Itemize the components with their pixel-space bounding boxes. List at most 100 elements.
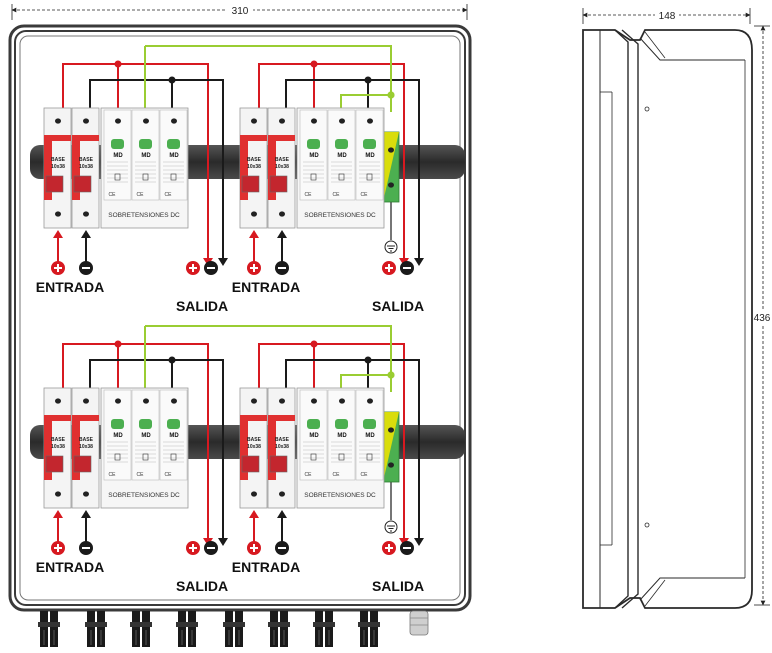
screw bbox=[311, 118, 317, 124]
screw bbox=[339, 118, 345, 124]
surge-module-3 bbox=[159, 389, 188, 481]
depth-dimension: 148 bbox=[582, 8, 751, 24]
screw bbox=[251, 398, 257, 404]
earth-bus bbox=[145, 45, 392, 95]
surge-module-1 bbox=[103, 389, 132, 481]
arrow-head bbox=[81, 230, 91, 238]
ce-mark: CE bbox=[165, 192, 173, 198]
arrow-head bbox=[53, 230, 63, 238]
negative-terminal-icon bbox=[275, 261, 289, 275]
negative-terminal-icon bbox=[400, 261, 414, 275]
surge-label: SOBRETENSIONES DC bbox=[304, 212, 376, 219]
ce-mark: CE bbox=[109, 192, 117, 198]
module-label: MD bbox=[141, 433, 151, 439]
screw bbox=[388, 182, 394, 188]
screw bbox=[83, 118, 89, 124]
screw bbox=[115, 398, 121, 404]
negative-wire bbox=[285, 79, 420, 262]
ce-mark: CE bbox=[333, 192, 341, 198]
screw bbox=[251, 118, 257, 124]
indicator-window bbox=[142, 453, 149, 461]
earth-junction bbox=[387, 371, 395, 379]
output-negative-arrow bbox=[414, 538, 424, 546]
ce-mark: CE bbox=[137, 192, 145, 198]
input-label: ENTRADA bbox=[232, 279, 300, 295]
screw bbox=[388, 147, 394, 153]
module-label: MD bbox=[169, 433, 179, 439]
screw bbox=[115, 118, 121, 124]
indicator-window bbox=[338, 173, 345, 181]
ce-mark: CE bbox=[137, 472, 145, 478]
module-label: MD bbox=[365, 153, 375, 159]
status-indicator bbox=[335, 139, 348, 149]
negative-terminal-icon bbox=[204, 261, 218, 275]
height-dimension: 436 bbox=[752, 25, 772, 606]
status-indicator bbox=[363, 139, 376, 149]
screw bbox=[279, 211, 285, 217]
fuse-label: BASE bbox=[79, 437, 94, 443]
ce-mark: CE bbox=[333, 472, 341, 478]
output-negative-arrow bbox=[414, 258, 424, 266]
fuse-label: BASE bbox=[247, 437, 262, 443]
fuse-rating: 10x38 bbox=[247, 444, 261, 450]
ce-mark: CE bbox=[361, 192, 369, 198]
combiner-circuits: BASE10x38BASE10x38MDCEMDCEMDCESOBRETENSI… bbox=[30, 45, 465, 594]
arrow-head bbox=[277, 510, 287, 518]
positive-terminal-icon bbox=[51, 261, 65, 275]
surge-module-3 bbox=[355, 389, 384, 481]
mc4-connector-7 bbox=[313, 611, 335, 647]
module-label: MD bbox=[365, 433, 375, 439]
status-indicator bbox=[167, 419, 180, 429]
surge-module-1 bbox=[299, 109, 328, 201]
fuse-rating: 10x38 bbox=[79, 164, 93, 170]
earth-terminal-stripe bbox=[383, 132, 399, 202]
screw bbox=[55, 491, 61, 497]
status-indicator bbox=[167, 139, 180, 149]
indicator-window bbox=[366, 173, 373, 181]
arrow-head bbox=[249, 510, 259, 518]
surge-module-2 bbox=[131, 109, 160, 201]
status-indicator bbox=[111, 419, 124, 429]
fuse-rating: 10x38 bbox=[79, 444, 93, 450]
fuse-rating: 10x38 bbox=[51, 164, 65, 170]
indicator-window bbox=[338, 453, 345, 461]
mc4-connector-3 bbox=[130, 611, 152, 647]
positive-terminal-icon bbox=[247, 261, 261, 275]
module-label: MD bbox=[169, 153, 179, 159]
surge-module-3 bbox=[355, 109, 384, 201]
screw bbox=[311, 398, 317, 404]
mc4-connector-6 bbox=[268, 611, 290, 647]
earth-wire bbox=[340, 94, 392, 112]
output-label: SALIDA bbox=[372, 298, 424, 314]
ce-mark: CE bbox=[305, 472, 313, 478]
status-indicator bbox=[335, 419, 348, 429]
module-label: MD bbox=[113, 153, 123, 159]
indicator-window bbox=[310, 173, 317, 181]
input-label: ENTRADA bbox=[232, 559, 300, 575]
ce-mark: CE bbox=[305, 192, 313, 198]
positive-wire bbox=[258, 343, 405, 542]
arrow-head bbox=[277, 230, 287, 238]
surge-module-2 bbox=[327, 389, 356, 481]
screw bbox=[55, 118, 61, 124]
surge-module-2 bbox=[327, 109, 356, 201]
module-label: MD bbox=[309, 153, 319, 159]
circuit-block-3: BASE10x38BASE10x38MDCEMDCEMDCESOBRETENSI… bbox=[30, 326, 269, 594]
module-label: MD bbox=[337, 433, 347, 439]
surge-module-2 bbox=[131, 389, 160, 481]
status-indicator bbox=[307, 419, 320, 429]
negative-junction bbox=[364, 356, 372, 364]
mc4-connector-5 bbox=[223, 611, 245, 647]
fuse-label: BASE bbox=[51, 157, 66, 163]
arrow-head bbox=[53, 510, 63, 518]
